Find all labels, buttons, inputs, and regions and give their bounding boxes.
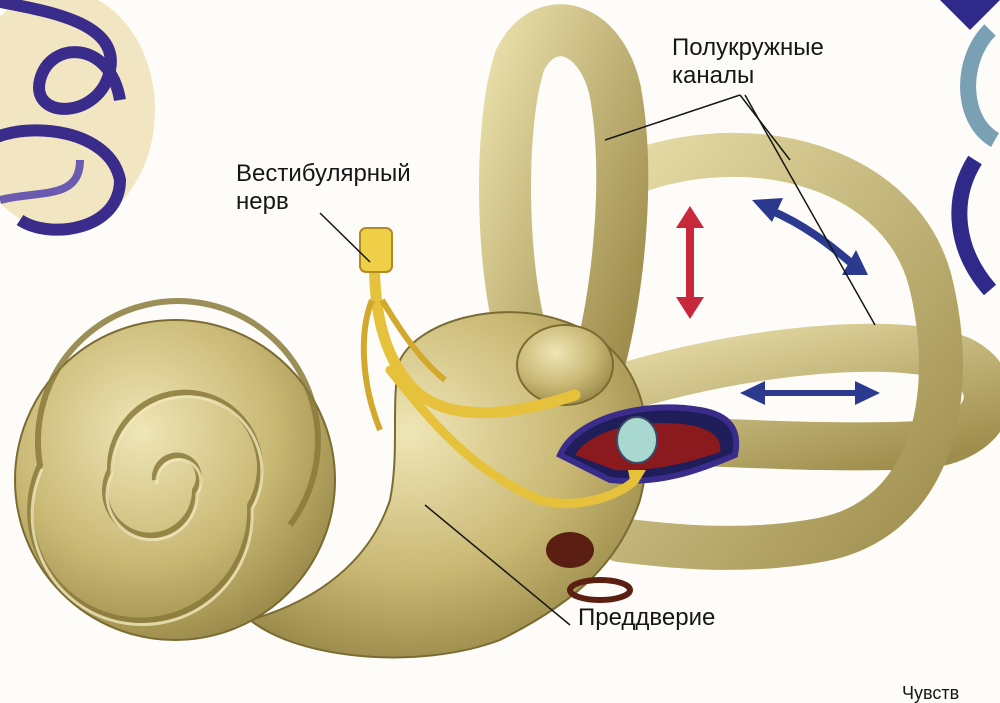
red-vertical-arrow: [676, 206, 704, 319]
blue-horizontal-arrow: [740, 381, 880, 405]
vestibular-nerve-label-line-1: Вестибулярный: [236, 160, 411, 188]
cochlea: [15, 301, 335, 640]
oval-window: [546, 532, 594, 568]
vestibular-nerve-label-line-2: нерв: [236, 188, 411, 216]
right-edge-decoration: [940, 0, 1000, 290]
semicircular-canals-label: Полукружные каналы: [672, 34, 824, 90]
anterior-canal: [505, 30, 622, 360]
vestibule-label: Преддверие: [578, 604, 715, 632]
cochlea-section-decoration: [0, 0, 155, 230]
semicircular-canals-label-line-2: каналы: [672, 62, 824, 90]
semicircular-canals-label-line-1: Полукружные: [672, 34, 824, 62]
vestibular-nerve-label: Вестибулярный нерв: [236, 160, 411, 216]
otolith-organ: [617, 417, 657, 463]
corner-text: Чувств: [902, 684, 959, 702]
